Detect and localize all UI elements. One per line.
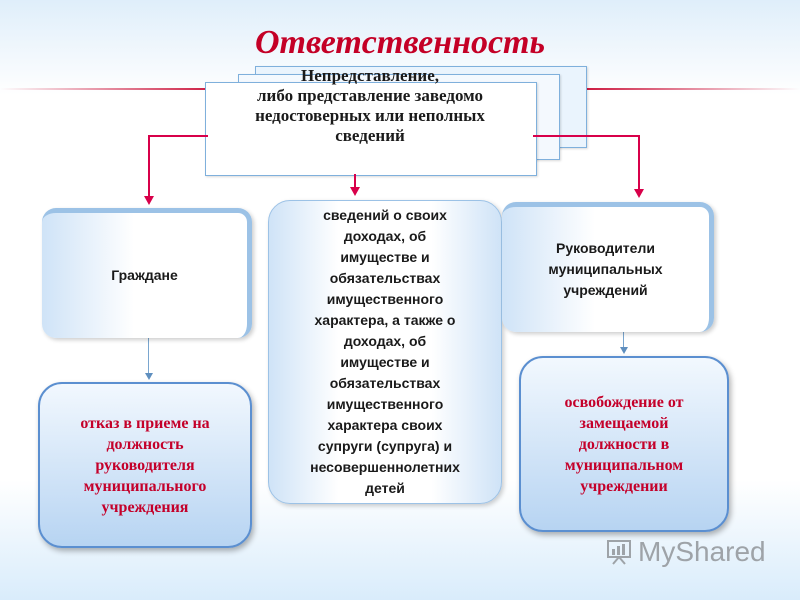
heads-of-institutions-text: Руководители муниципальных учреждений [548,238,662,301]
income-info-line-8: имуществе и [340,354,430,370]
connector-left-to-bottom [148,338,149,374]
connector-center-arrow [350,187,360,196]
refusal-line-1: отказ в приеме на [80,414,210,432]
connector-center-vertical [354,174,356,188]
income-info-line-5: имущественного [326,291,444,307]
dismissal-text: освобождение от замещаемой должности в муни… [564,392,683,497]
income-info-text: сведений о своих доходах, об имуществе и об… [310,205,460,499]
top-sheet-front [205,82,537,176]
heads-of-institutions-line-1: Руководители [556,240,655,256]
income-info-line-6: характера, а также о [314,312,456,328]
refusal-text: отказ в приеме на должность руководителя му… [80,413,209,518]
heads-of-institutions-line-2: муниципальных [548,261,663,277]
myshared-logo-icon [606,539,632,565]
connector-right-vertical [638,135,640,190]
connector-left-to-bottom-arrow [145,373,153,380]
income-info-line-7: доходах, об [343,333,427,349]
dismissal-line-4: муниципальном [564,456,684,474]
top-box-line-2: либо представление заведомо [256,86,484,105]
income-info-line-2: доходах, об [343,228,427,244]
heads-of-institutions-box: Руководители муниципальных учреждений [502,202,714,332]
income-info-line-4: обязательствах [329,270,441,286]
refusal-box: отказ в приеме на должность руководителя му… [38,382,252,548]
dismissal-line-3: должности в [578,435,670,453]
slide-title: Ответственность [254,24,546,61]
refusal-line-5: учреждения [101,498,189,516]
top-box-line-1: Непредставление, [301,66,439,85]
refusal-line-4: муниципального [83,477,207,495]
refusal-line-3: руководителя [95,456,195,474]
income-info-line-9: обязательствах [329,375,441,391]
income-info-line-3: имуществе и [340,249,430,265]
dismissal-box: освобождение от замещаемой должности в муни… [519,356,729,532]
dismissal-line-5: учреждении [580,477,668,495]
income-info-line-13: несовершеннолетних [310,459,460,475]
citizens-box: Граждане [42,208,252,338]
connector-left-vertical [148,135,150,197]
income-info-line-14: детей [365,480,405,496]
dismissal-line-1: освобождение от [564,393,684,411]
top-box-line-4: сведений [335,126,405,145]
connector-right-arrow [634,189,644,198]
refusal-line-2: должность [106,435,184,453]
connector-right-horizontal [533,135,640,137]
heads-of-institutions-line-3: учреждений [563,282,648,298]
top-box-text: Непредставление, либо представление заве… [205,66,535,146]
dismissal-line-2: замещаемой [579,414,669,432]
connector-right-to-bottom [623,332,624,348]
citizens-label: Граждане [111,267,178,283]
watermark: MyShared [606,536,766,568]
connector-left-arrow [144,196,154,205]
income-info-box: сведений о своих доходах, об имуществе и об… [268,200,502,504]
connector-right-to-bottom-arrow [620,347,628,354]
income-info-line-12: супруги (супруга) и [317,438,453,454]
top-box-line-3: недостоверных или неполных [255,106,485,125]
watermark-text: MyShared [638,536,766,567]
connector-left-horizontal [148,135,208,137]
income-info-line-11: характера своих [327,417,443,433]
income-info-line-10: имущественного [326,396,444,412]
income-info-line-1: сведений о своих [323,207,447,223]
